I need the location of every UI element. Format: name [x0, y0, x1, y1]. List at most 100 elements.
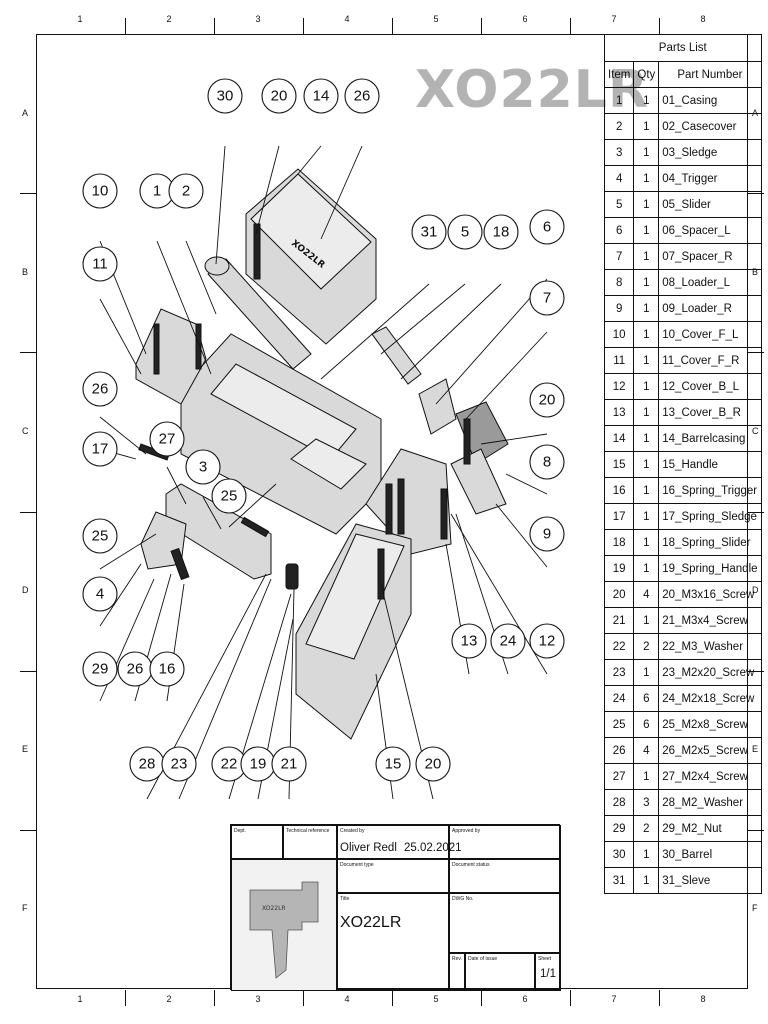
issue-label: Date of issue [468, 956, 498, 962]
item-number: 16 [603, 477, 635, 504]
zone-label-left: F [22, 903, 28, 914]
balloon-6: 6 [529, 209, 565, 245]
created-label: Created by [340, 828, 365, 834]
item-number: 30 [603, 841, 635, 868]
item-number: 27 [603, 763, 635, 790]
header-part-number: Part Number [658, 61, 762, 88]
item-part-number: 01_Casing [658, 87, 762, 114]
item-part-number: 21_M3x4_Screw [658, 607, 762, 634]
balloon-label: 11 [92, 256, 108, 273]
item-number: 9 [603, 295, 635, 322]
item-number: 26 [603, 737, 635, 764]
balloon-label: 4 [96, 586, 104, 603]
title-label: Title [340, 896, 350, 902]
item-qty: 1 [633, 841, 660, 868]
balloon-11: 11 [82, 246, 118, 282]
balloon-label: 1 [153, 183, 161, 200]
zone-tick [303, 990, 304, 1006]
item-part-number: 11_Cover_F_R [658, 347, 762, 374]
zone-label-top: 3 [255, 14, 261, 24]
item-qty: 1 [633, 295, 660, 322]
balloon-2: 2 [168, 173, 204, 209]
zone-label-top: 1 [77, 14, 83, 24]
zone-tick [20, 829, 36, 831]
item-qty: 1 [633, 243, 660, 270]
zone-label-top: 6 [522, 14, 528, 24]
zone-tick [125, 990, 126, 1006]
balloon-label: 14 [313, 88, 330, 105]
item-qty: 1 [633, 113, 660, 140]
header-qty: Qty [633, 61, 660, 88]
zone-tick [481, 18, 482, 34]
item-number: 7 [603, 243, 635, 270]
item-part-number: 06_Spacer_L [658, 217, 762, 244]
balloon-label: 12 [539, 633, 556, 650]
item-qty: 6 [633, 685, 660, 712]
item-part-number: 30_Barrel [658, 841, 762, 868]
balloon-28: 28 [129, 746, 165, 782]
zone-label-bottom: 6 [522, 994, 528, 1004]
item-qty: 2 [633, 633, 660, 660]
item-qty: 1 [633, 139, 660, 166]
item-number: 10 [603, 321, 635, 348]
zone-label-bottom: 3 [255, 994, 261, 1004]
item-qty: 1 [633, 763, 660, 790]
balloon-label: 9 [543, 526, 551, 543]
item-part-number: 27_M2x4_Screw [658, 763, 762, 790]
balloon-label: 19 [250, 756, 267, 773]
zone-label-left: B [22, 266, 29, 277]
balloon-17: 17 [82, 431, 118, 467]
item-number: 11 [603, 347, 635, 374]
item-part-number: 24_M2x18_Screw [658, 685, 762, 712]
screws [138, 223, 471, 600]
item-number: 29 [603, 815, 635, 842]
item-part-number: 28_M2_Washer [658, 789, 762, 816]
item-part-number: 04_Trigger [658, 165, 762, 192]
balloon-label: 15 [385, 756, 402, 773]
item-qty: 6 [633, 711, 660, 738]
zone-tick [392, 990, 393, 1006]
item-number: 1 [603, 87, 635, 114]
item-qty: 1 [633, 87, 660, 114]
zone-tick [659, 990, 660, 1006]
item-qty: 1 [633, 165, 660, 192]
item-qty: 1 [633, 347, 660, 374]
balloon-label: 28 [139, 756, 156, 773]
item-qty: 1 [633, 217, 660, 244]
sheet-label: Sheet [538, 956, 552, 962]
item-qty: 1 [633, 321, 660, 348]
item-number: 8 [603, 269, 635, 296]
approved-label: Approved by [452, 828, 481, 834]
item-qty: 1 [633, 659, 660, 686]
item-number: 21 [603, 607, 635, 634]
balloon-label: 5 [461, 224, 469, 241]
balloon-31: 31 [411, 214, 447, 250]
balloon-label: 25 [221, 488, 238, 505]
part-barrelcasing: XO22LR [245, 168, 377, 345]
balloon-26: 26 [117, 651, 153, 687]
thumbnail-image: XO22LR [232, 860, 336, 990]
zone-label-left: A [22, 107, 29, 118]
rev-label: Rev. [452, 956, 462, 962]
item-qty: 1 [633, 867, 660, 894]
balloon-label: 20 [539, 392, 556, 409]
balloon-20: 20 [261, 78, 297, 114]
balloon-3: 3 [185, 449, 221, 485]
balloon-label: 26 [92, 381, 109, 398]
item-number: 15 [603, 451, 635, 478]
zone-label-left: E [22, 744, 29, 755]
item-number: 13 [603, 399, 635, 426]
zone-tick [20, 511, 36, 513]
balloon-30: 30 [207, 78, 243, 114]
